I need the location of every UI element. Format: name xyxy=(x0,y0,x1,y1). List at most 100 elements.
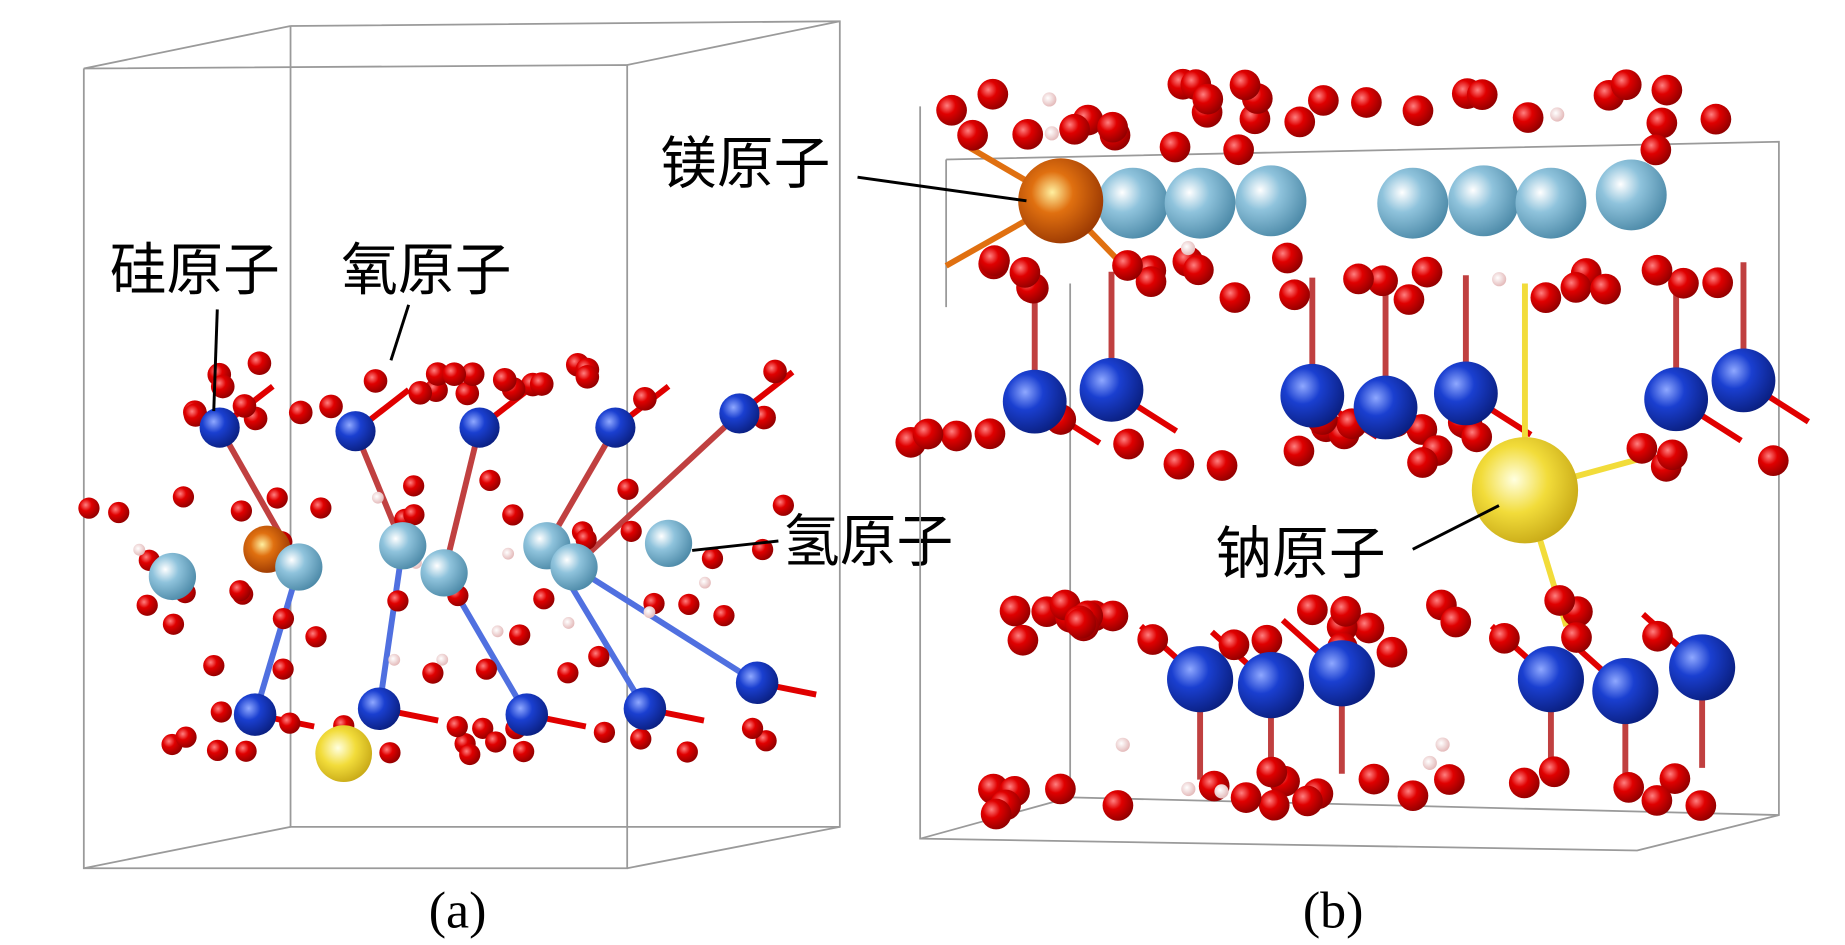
oxygen-atom xyxy=(1613,772,1645,803)
label-silicon-atom: 硅原子 xyxy=(110,237,280,303)
oxygen-atom xyxy=(1163,448,1195,480)
oxygen-atom xyxy=(175,726,197,748)
hydrogen-layer-atom xyxy=(275,543,323,591)
oxygen-atom xyxy=(713,604,735,627)
oxygen-atom xyxy=(755,730,777,752)
oxygen-atom xyxy=(1256,756,1288,788)
oxygen-atom xyxy=(1223,134,1254,166)
oxygen-atom xyxy=(941,420,972,452)
oxygen-atom xyxy=(1757,445,1789,477)
oxygen-atom xyxy=(403,475,425,497)
oxygen-atom xyxy=(1113,428,1144,460)
oxygen-atom xyxy=(1283,435,1315,467)
oxygen-atom xyxy=(1640,134,1672,166)
oxygen-atom xyxy=(230,500,253,522)
oxygen-atom xyxy=(1137,624,1169,655)
oxygen-atom xyxy=(379,742,401,764)
hydrogen-atom xyxy=(1180,241,1196,256)
magnesium-atom xyxy=(1018,158,1104,244)
oxygen-atom xyxy=(210,701,232,723)
oxygen-atom xyxy=(557,662,579,684)
hydrogen-atom xyxy=(643,606,656,619)
oxygen-atom xyxy=(1308,85,1339,116)
oxygen-atom xyxy=(936,94,967,126)
oxygen-atom xyxy=(513,740,535,763)
oxygen-atom xyxy=(502,504,524,526)
oxygen-atom xyxy=(1651,74,1683,106)
oxygen-atom xyxy=(1590,273,1621,305)
hydrogen-atom xyxy=(699,576,711,589)
leader-mg xyxy=(857,175,1027,203)
hydrogen-layer-atom xyxy=(1448,165,1520,237)
unit-cell-box-b xyxy=(919,106,1780,852)
oxygen-atom xyxy=(1434,764,1465,795)
silicon-atom xyxy=(459,407,500,448)
oxygen-atom xyxy=(425,362,450,386)
silicon-atom xyxy=(595,407,636,448)
oxygen-atom xyxy=(1440,606,1472,638)
hydrogen-layer-atom xyxy=(1164,167,1236,239)
oxygen-atom xyxy=(446,715,468,738)
oxygen-atom xyxy=(310,497,332,519)
silicon-atom xyxy=(1237,652,1305,719)
oxygen-atom xyxy=(741,717,764,740)
oxygen-atom xyxy=(1561,622,1592,653)
oxygen-atom xyxy=(772,494,794,516)
bond xyxy=(252,566,302,716)
hydrogen-atom xyxy=(388,653,401,666)
oxygen-atom xyxy=(108,501,130,524)
panel-a: 硅原子 氧原子 氢原子 (a) xyxy=(78,20,953,939)
oxygen-atom xyxy=(912,418,944,450)
oxygen-atom xyxy=(999,595,1031,627)
oxygen-atom xyxy=(630,728,652,750)
oxygen-atom xyxy=(279,712,301,734)
hydrogen-layer-atom xyxy=(1515,167,1587,239)
oxygen-atom xyxy=(1230,782,1262,813)
oxygen-atom xyxy=(475,658,497,680)
caption-a: (a) xyxy=(429,882,487,939)
oxygen-atom xyxy=(1402,95,1434,127)
oxygen-atom xyxy=(1343,263,1374,295)
oxygen-atom xyxy=(1685,790,1717,821)
label-magnesium-atom: 镁原子 xyxy=(660,131,830,197)
oxygen-atom xyxy=(1219,282,1251,313)
silicon-atom xyxy=(199,407,240,448)
hydrogen-layer-atom xyxy=(644,519,693,567)
oxygen-atom xyxy=(162,613,185,635)
oxygen-atom xyxy=(633,387,657,411)
oxygen-atom xyxy=(1538,756,1570,788)
hydrogen-layer-atom xyxy=(1235,165,1307,237)
oxygen-atom xyxy=(305,626,327,648)
oxygen-atom xyxy=(1610,69,1642,101)
oxygen-atom xyxy=(1297,594,1328,626)
hydrogen-atom xyxy=(562,617,575,629)
silicon-atom xyxy=(1079,357,1144,422)
oxygen-atom xyxy=(1407,447,1438,478)
oxygen-atom xyxy=(1218,629,1250,661)
hydrogen-atom xyxy=(1214,784,1229,799)
oxygen-atom xyxy=(1183,254,1214,286)
hydrogen-atom xyxy=(133,543,146,556)
caption-b: (b) xyxy=(1303,882,1364,939)
oxygen-atom xyxy=(1406,414,1438,445)
oxygen-atom xyxy=(1097,111,1128,143)
oxygen-atom xyxy=(422,662,444,684)
oxygen-atom xyxy=(1376,636,1408,668)
oxygen-atom xyxy=(1065,607,1097,639)
oxygen-atom xyxy=(701,547,724,570)
silicon-atom xyxy=(1517,646,1584,713)
hydrogen-atom xyxy=(502,547,515,560)
oxygen-atom xyxy=(974,418,1006,450)
oxygen-atom xyxy=(1351,87,1382,118)
oxygen-atom xyxy=(1367,265,1398,297)
leader-na xyxy=(1412,504,1500,551)
hydrogen-layer-atom xyxy=(1097,167,1169,239)
silicon-atom xyxy=(1167,646,1234,713)
oxygen-atom xyxy=(210,374,235,399)
oxygen-atom xyxy=(136,594,158,616)
oxygen-atom xyxy=(1353,612,1385,644)
atoms-b xyxy=(895,68,1811,830)
panel-b: 镁原子 钠原子 (b) xyxy=(660,68,1811,939)
oxygen-atom xyxy=(403,504,425,526)
oxygen-atom xyxy=(676,741,698,763)
